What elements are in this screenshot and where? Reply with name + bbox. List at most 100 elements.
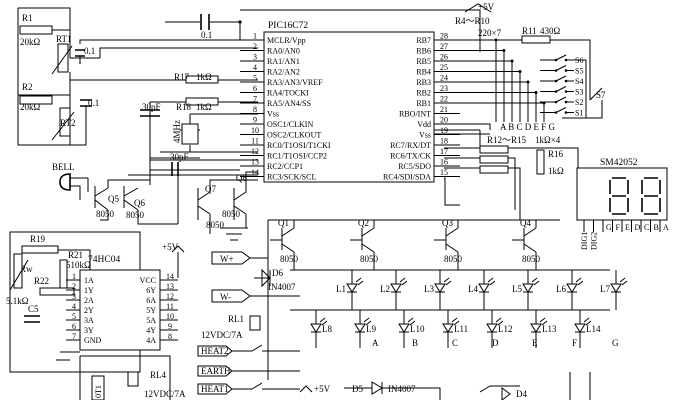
led-l2 [390,277,408,293]
led-label: L12 [498,324,513,334]
d6-label: D6 [272,268,283,278]
q2-label: Q2 [358,218,369,228]
rl4-value: 12VDC/7A [144,389,186,399]
bus-line [460,39,497,122]
earth-label: EARTH [201,366,231,376]
d6-type: IN4007 [268,282,296,292]
led-line-letter: B [412,338,418,348]
hc04-pin-number: 13 [166,282,174,291]
hc04-pin-number: 12 [166,292,174,301]
q4-transistor [512,220,537,270]
display-pin-label: C [644,223,649,232]
q2-transistor [350,220,375,270]
hc04-pin-label: 6A [146,296,156,305]
pic-pin-label: OSC1/CLKIN [267,120,313,129]
display-pin-label: DIG1 [580,232,589,250]
pic-pin-label: Vdd [417,120,431,129]
r17: R17 1kΩ [100,72,258,84]
pic-pin-number: 3 [253,53,257,62]
bus-line [460,71,521,122]
pic-pin-number: 24 [440,74,448,83]
display-pin-label: DIG2 [590,232,599,250]
d4-label: D4 [516,389,527,399]
bus-line [460,102,545,122]
display-pin-label: F [616,223,621,232]
pic-pin-number: 25 [440,63,448,72]
hc04-pin-label: 5Y [146,306,156,315]
hc04-section: R19 Rw R21 510kΩ R22 5.1kΩ C5 74HC04 1A1… [6,231,185,373]
pic-name: PIC16C72 [268,21,308,31]
wplus-label: W+ [220,254,234,264]
wminus-label: W- [220,292,231,302]
led-line-letter: D [492,338,499,348]
r4-r10-label: R4～R10 [455,16,490,26]
led-l1 [346,277,364,293]
pic-pin-number: 10 [251,126,259,135]
s7-label: S7 [596,90,606,100]
pic-pin-number: 21 [440,105,448,114]
q6-type: 8050 [126,210,145,220]
pic-pin-label: RC6/TX/CK [390,152,431,161]
pic-pin-label: RB4 [416,68,431,77]
switch-s6 [540,54,574,61]
led-l3 [434,277,452,293]
r17-label: R17 [174,72,190,82]
pic-pin-number: 18 [440,137,448,146]
pic-pin-label: RB2 [416,89,431,98]
heat2-label: HEAT2 [201,346,229,356]
q3-type: 8050 [444,254,463,264]
hc04-pin-label: GND [84,336,102,345]
cap-0.1-rt2-label: 0.1 [88,98,99,108]
hc04-pin-number: 8 [168,332,172,341]
rl4-label: RL4 [150,370,167,380]
led-line-letter: E [532,338,538,348]
digit-2 [641,177,661,215]
q7-q8-drivers: Q7 Q8 8050 8050 [197,171,258,241]
hc04-pin-label: 6Y [146,286,156,295]
r16-value: 1kΩ [548,166,564,176]
digit-1 [609,177,629,215]
switch-s3 [540,86,574,92]
rt2-label: RT2 [60,118,75,128]
hc04-pin-label: 4Y [146,326,156,335]
c30pf-top-label: 30pF [142,102,161,112]
hc04-pin-number: 4 [72,302,76,311]
q3-transistor [434,220,459,270]
pic-pin-label: RC1/T1OSI/CCP2 [267,152,327,161]
r22-value: 5.1kΩ [6,296,29,306]
pic-pin-number: 16 [440,158,448,167]
pic-pin-number: 22 [440,95,448,104]
hc04-pin-number: 6 [72,322,76,331]
hc04-pin-number: 14 [166,272,174,281]
led-label: L14 [586,324,601,334]
hc04-pin-label: 3Y [84,326,94,335]
d5-type: IN4007 [388,384,416,394]
q7-type: 8050 [206,220,225,230]
display-name: SM42052 [600,158,638,168]
r4-r10-value: 220×7 [478,28,502,38]
pic-pin-label: RB6 [416,47,431,56]
cap-0.1-rt1-label: 0.1 [84,46,95,56]
switch-s2 [540,96,574,103]
pic-pin-label: RC5/SDO [398,162,431,171]
pic-pin-label: RB3 [416,78,431,87]
bus-junction [510,59,514,63]
led-label: L6 [556,284,566,294]
r21-value: 510kΩ [66,260,91,270]
pic-pin-number: 9 [253,116,257,125]
pic-pin-label: RA2/AN2 [267,68,300,77]
switch-s4 [540,75,574,82]
q4-type: 8050 [522,254,541,264]
hc04-pin-number: 11 [166,302,174,311]
pic-pin-label: RA0/AN0 [267,47,300,56]
pic-pin-label: RC0/T1OSI/T1CKI [267,141,331,150]
pic-pin-label: RA3/AN3/VREF [267,78,323,87]
crystal-label: 4MHz [172,120,182,143]
switch-label: S4 [575,77,583,86]
pic-pin-number: 11 [251,137,259,146]
led-label: L8 [322,324,332,334]
pic-pin-number: 20 [440,116,448,125]
bus-junction [534,91,538,94]
